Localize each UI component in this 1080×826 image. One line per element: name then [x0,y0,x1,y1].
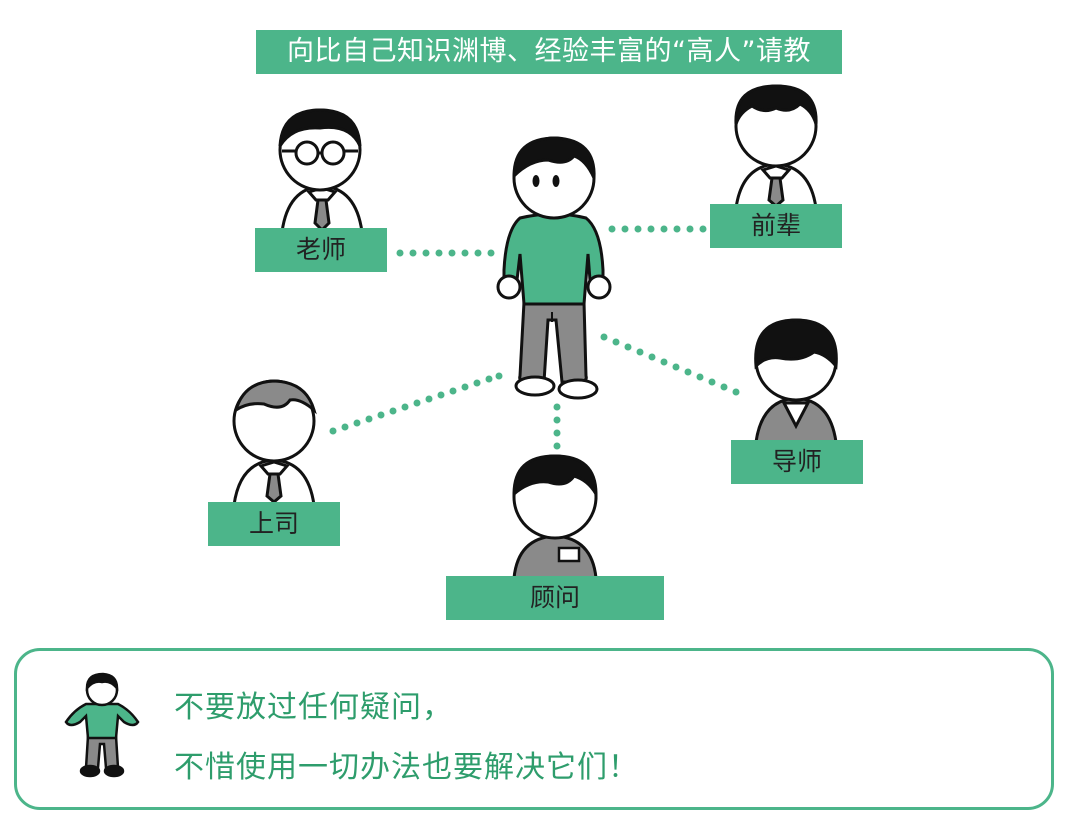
label-mentor: 导师 [731,440,863,484]
tip-person-icon [64,672,140,778]
tip-box [14,648,1054,810]
connector-advisor [553,403,561,450]
connector-mentor [600,333,740,396]
label-senior: 前辈 [710,204,842,248]
label-advisor: 顾问 [446,576,664,620]
tip-line-2: 不惜使用一切办法也要解决它们！ [174,750,639,785]
senior-figure [734,84,818,210]
connector-dots [329,225,740,450]
tip-line-1: 不要放过任何疑问， [174,690,453,725]
connector-senior [608,225,707,233]
title-banner: 向比自己知识渊博、经验丰富的“高人”请教 [256,30,842,74]
mentor-figure [754,318,838,444]
label-teacher: 老师 [255,228,387,272]
connector-boss [329,372,503,435]
label-boss: 上司 [208,502,340,546]
central-person [496,136,612,400]
advisor-figure [512,454,598,580]
teacher-figure [278,108,364,234]
boss-figure [232,379,317,507]
connector-teacher [396,249,495,257]
